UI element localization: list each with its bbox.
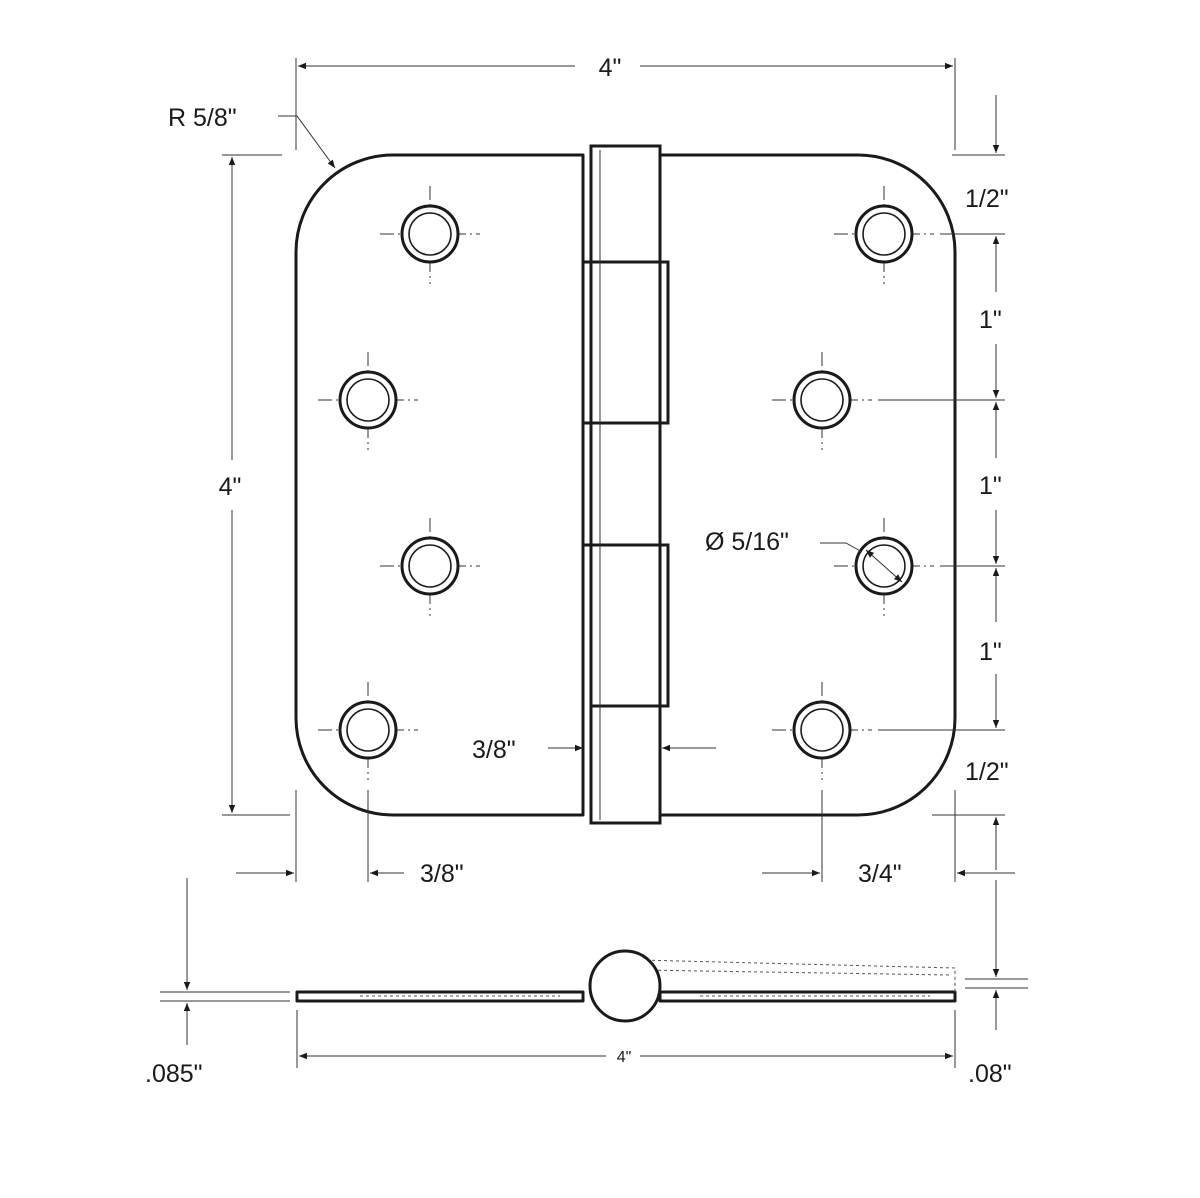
screw-hole — [380, 186, 480, 284]
screw-hole — [834, 186, 934, 284]
dim-side-width: 4" — [296, 1010, 956, 1068]
knuckle-segments — [581, 150, 670, 820]
screw-hole — [772, 352, 872, 450]
dim-hole-spacing-2-label: 1" — [979, 472, 1002, 500]
dim-thickness-left: .085" — [145, 878, 290, 1088]
dim-hole-spacing-1-label: 1" — [979, 306, 1002, 334]
dim-overall-width: 4" — [295, 54, 956, 150]
screw-hole — [318, 682, 418, 780]
dim-hole-spacing-3-label: 1" — [979, 638, 1002, 666]
hinge-knuckle-strip — [589, 144, 662, 825]
dim-top-offset-label: 1/2" — [965, 185, 1009, 213]
screw-hole — [380, 518, 480, 616]
hinge-side-view — [295, 949, 957, 1023]
screw-hole — [772, 682, 872, 780]
dim-overall-height-label: 4" — [219, 473, 242, 501]
dim-overall-height: 4" — [219, 154, 290, 816]
screw-holes — [318, 186, 934, 780]
screw-hole — [318, 352, 418, 450]
dim-thickness-right-label: .08" — [968, 1060, 1012, 1088]
dim-left-hole-offset: 3/8" — [236, 790, 464, 888]
dim-left-hole-offset-label: 3/8" — [420, 860, 464, 888]
dim-right-hole-offset: 3/4" — [762, 790, 1015, 888]
dim-right-chain: 1/2" 1" 1" 1" 1/2" — [878, 95, 1009, 870]
dim-hole-diameter-label: Ø 5/16" — [705, 528, 789, 556]
dim-thickness-left-label: .085" — [145, 1060, 203, 1088]
hinge-left-leaf — [294, 153, 585, 817]
hinge-right-leaf — [658, 153, 957, 817]
dim-overall-width-label: 4" — [599, 54, 622, 82]
dim-bottom-offset-label: 1/2" — [965, 758, 1009, 786]
dim-right-hole-offset-label: 3/4" — [858, 860, 902, 888]
dim-corner-radius: R 5/8" — [168, 104, 336, 169]
dim-corner-radius-label: R 5/8" — [168, 104, 237, 132]
dim-hole-diameter: Ø 5/16" — [705, 528, 903, 583]
dim-knuckle-width-label: 3/8" — [472, 736, 516, 764]
dim-knuckle-width: 3/8" — [472, 736, 716, 764]
dim-side-width-label: 4" — [617, 1049, 632, 1066]
dim-thickness-right: .08" — [965, 880, 1028, 1088]
